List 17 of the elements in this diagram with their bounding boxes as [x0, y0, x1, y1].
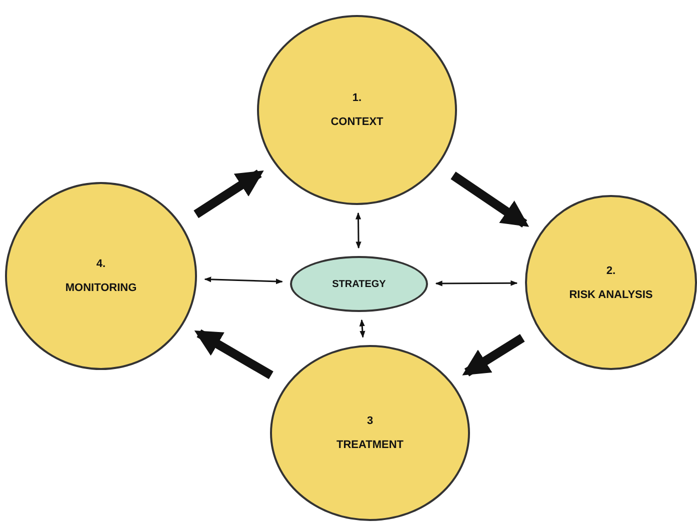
stage-label: RISK ANALYSIS [569, 288, 653, 300]
arrow [204, 276, 283, 284]
stage-label: TREATMENT [336, 439, 404, 451]
arrow [194, 329, 274, 380]
stage-label: CONTEXT [330, 116, 384, 128]
step-number: 2. [606, 264, 616, 276]
stage-label: STRATEGY [332, 278, 386, 290]
arrow [194, 170, 264, 218]
stage-label: MONITORING [65, 282, 137, 294]
arrow [450, 172, 530, 228]
step-number: 4. [96, 258, 106, 270]
arrow [435, 280, 518, 286]
step-number: 3 [366, 415, 374, 427]
arrow [359, 319, 366, 338]
step-number: 1. [352, 92, 362, 104]
arrow [355, 212, 362, 249]
arrow [462, 334, 525, 376]
